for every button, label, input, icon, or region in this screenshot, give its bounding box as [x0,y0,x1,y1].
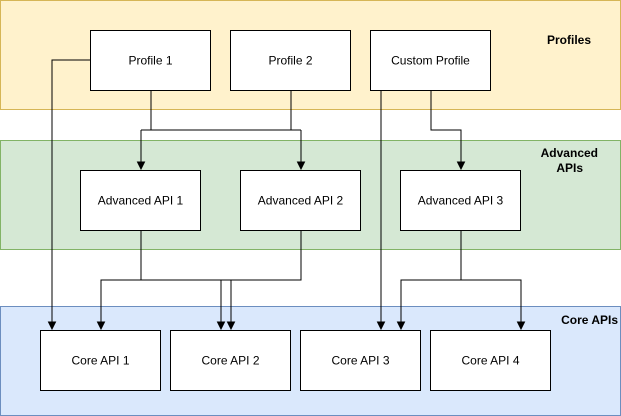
arrowhead-core1-a [47,321,57,331]
edge-advanced2-core1 [100,230,302,322]
edge-custom-advanced3 [430,90,462,162]
advanced-apis-band-label-line2: APIs [556,161,583,175]
node-profile-2[interactable]: Profile 2 [230,30,351,91]
node-profile-1[interactable]: Profile 1 [90,30,211,91]
node-core-api-2-box [170,330,291,391]
node-advanced-api-3[interactable]: Advanced API 3 [400,170,521,231]
core-apis-band-label: Core APIs [561,313,618,327]
node-profile-1-label: Profile 1 [128,54,172,68]
arrowhead-core3-a [376,321,386,331]
arrowhead-core2-a [216,321,226,331]
arrowhead-core1-b [96,321,106,331]
node-core-api-3[interactable]: Core API 3 [300,330,421,391]
arrowhead-advanced3 [456,161,466,171]
node-advanced-api-1-label: Advanced API 1 [98,194,184,208]
node-advanced-api-3-box [400,170,521,231]
arrowhead-core4 [516,321,526,331]
node-core-api-2[interactable]: Core API 2 [170,330,291,391]
arrowhead-advanced2 [296,161,306,171]
node-advanced-api-2[interactable]: Advanced API 2 [240,170,361,231]
node-core-api-1[interactable]: Core API 1 [40,330,161,391]
edge-advanced3-core4 [461,279,522,322]
connectors [51,59,522,322]
node-custom-profile-label: Custom Profile [391,54,470,68]
node-advanced-api-3-label: Advanced API 3 [418,194,504,208]
arrowhead-core2-b [226,321,236,331]
node-core-api-4[interactable]: Core API 4 [430,330,551,391]
node-core-api-1-box [40,330,161,391]
arrowhead-core3-b [396,321,406,331]
node-core-api-3-label: Core API 3 [331,354,389,368]
profiles-band-label: Profiles [547,33,591,47]
node-core-api-1-label: Core API 1 [71,354,129,368]
edge-advanced3-bus [400,230,462,322]
node-advanced-api-2-box [240,170,361,231]
node-profile-1-box [90,30,211,91]
node-custom-profile-box [370,30,491,91]
node-core-api-2-label: Core API 2 [201,354,259,368]
edge-profile1-core1 [51,59,90,322]
advanced-apis-band-label-line1: Advanced [541,146,598,160]
node-core-api-4-box [430,330,551,391]
node-core-api-4-label: Core API 4 [461,354,519,368]
node-profile-2-box [230,30,351,91]
node-advanced-api-2-label: Advanced API 2 [258,194,344,208]
node-advanced-api-1-box [80,170,201,231]
node-profile-2-label: Profile 2 [268,54,312,68]
node-core-api-3-box [300,330,421,391]
node-custom-profile[interactable]: Custom Profile [370,30,491,91]
node-advanced-api-1[interactable]: Advanced API 1 [80,170,201,231]
arrowheads [47,161,526,331]
arrowhead-advanced1 [136,161,146,171]
